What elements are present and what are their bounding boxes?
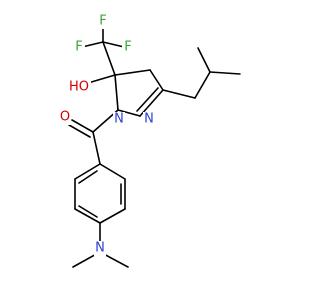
- bond-c3-ch2: [162, 89, 196, 99]
- bond-n2-n1: [117, 109, 141, 117]
- hydroxyl-label: HO: [69, 80, 89, 95]
- bond-c3-n2: [139, 89, 164, 117]
- bond-n1-c5: [114, 74, 119, 111]
- bond-c5-c4: [114, 69, 151, 76]
- bond-ring-3-4: [99, 208, 126, 224]
- bond-c5-cf3: [102, 41, 116, 76]
- bond-c3-n2-double: [136, 87, 159, 112]
- bond-ch-ch3-b: [209, 71, 241, 75]
- bond-ring-6-1: [74, 163, 101, 180]
- bond-c5-oh: [87, 74, 116, 84]
- bonds: [68, 21, 241, 268]
- bond-c4-c3: [149, 69, 164, 91]
- bond-carbonyl-o: [71, 119, 94, 133]
- nitrogen-2-label: N: [144, 112, 154, 127]
- bond-ring-1-2: [99, 163, 126, 180]
- fluorine-left-label: F: [75, 40, 82, 55]
- bond-ring-4-5: [74, 208, 101, 224]
- bond-carbonyl-ring: [92, 131, 101, 165]
- bond-carbonyl-o-double: [68, 124, 91, 138]
- amine-nitrogen-label: N: [95, 241, 105, 256]
- fluorine-top-label: F: [99, 14, 106, 29]
- bond-ch-ch3-a: [197, 47, 211, 73]
- fluorine-right-label: F: [124, 40, 131, 55]
- molecule-structure: F F F HO N N O N: [59, 14, 241, 268]
- bond-cf3-c-f-left: [81, 41, 104, 48]
- bond-ch2-ch: [194, 71, 211, 99]
- bond-ring-inner-b: [78, 205, 98, 218]
- bond-cf3-c-f-right: [102, 41, 125, 48]
- carbonyl-oxygen-label: O: [60, 110, 70, 125]
- bond-ring-inner-c: [78, 170, 98, 184]
- atom-labels: F F F HO N N O N: [59, 14, 155, 256]
- nitrogen-1-label: N: [114, 112, 124, 127]
